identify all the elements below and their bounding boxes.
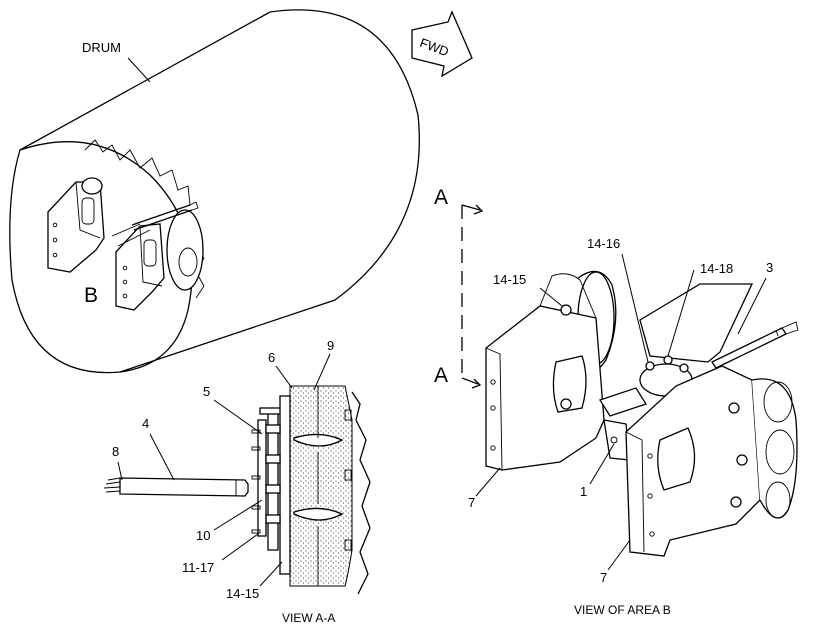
label-part-9: 9 <box>327 338 334 353</box>
fwd-arrow: FWD <box>411 10 473 78</box>
label-part-5: 5 <box>203 384 210 399</box>
caption-view-a-a: VIEW A-A <box>282 611 335 625</box>
view-a-a <box>103 385 371 595</box>
shaft <box>119 477 249 497</box>
label-section-a-bottom: A <box>434 364 448 387</box>
view-area-b <box>485 270 799 557</box>
section-cut-line <box>461 204 484 389</box>
label-part-14-15-a: 14-15 <box>226 586 259 601</box>
drum-break-line <box>84 139 191 206</box>
label-part-4: 4 <box>142 416 149 431</box>
drum-body <box>9 9 420 374</box>
label-part-7-bottom: 7 <box>600 570 607 585</box>
label-part-14-15-b: 14-15 <box>493 272 526 287</box>
label-area-b: B <box>84 284 98 307</box>
drum-assembly <box>9 9 420 374</box>
label-part-14-18: 14-18 <box>700 261 733 276</box>
label-part-1: 1 <box>580 484 587 499</box>
label-part-14-16: 14-16 <box>587 236 620 251</box>
label-part-3: 3 <box>766 260 773 275</box>
drum-bracket-plate <box>47 181 105 273</box>
label-part-6: 6 <box>268 350 275 365</box>
label-drum: DRUM <box>82 40 121 55</box>
drum-end-ellipse <box>19 141 193 373</box>
label-part-11-17: 11-17 <box>182 560 214 575</box>
caption-view-area-b: VIEW OF AREA B <box>574 603 671 617</box>
label-section-a-top: A <box>434 186 448 209</box>
label-part-10: 10 <box>196 528 210 543</box>
label-part-8: 8 <box>112 444 119 459</box>
roller-section <box>289 385 353 587</box>
label-part-7-left: 7 <box>468 495 475 510</box>
bracket-left <box>485 305 605 471</box>
